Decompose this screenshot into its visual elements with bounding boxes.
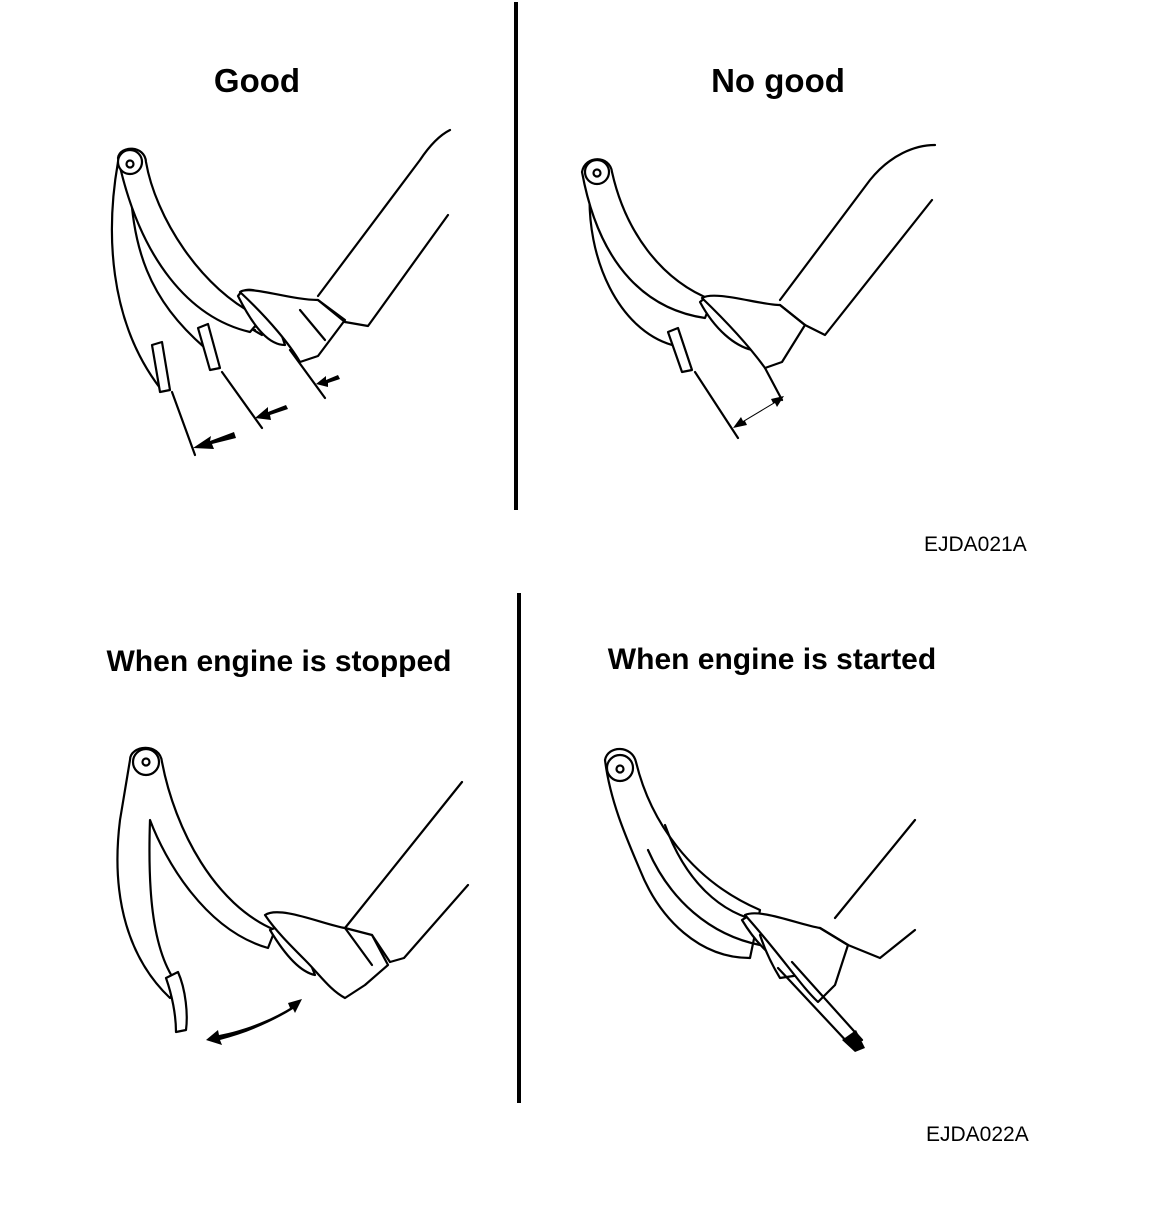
divider-top (514, 2, 518, 510)
pedal-no-good-illustration (580, 143, 937, 440)
panel-title-no-good: No good (711, 62, 845, 99)
panel-title-engine-started: When engine is started (607, 643, 937, 676)
panel-title-good: Good (213, 62, 301, 99)
pedal-engine-stopped-illustration (116, 746, 470, 1045)
pedal-engine-started-illustration (603, 747, 917, 1052)
pedal-good-illustration (110, 128, 452, 457)
figure-code-top: EJDA021A (924, 533, 1027, 556)
divider-bottom (517, 593, 521, 1103)
figure-code-bottom: EJDA022A (926, 1123, 1029, 1146)
panel-title-engine-stopped: When engine is stopped (106, 645, 452, 678)
